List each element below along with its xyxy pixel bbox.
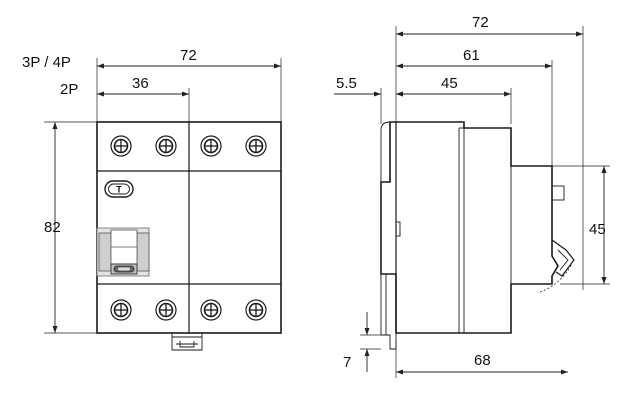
test-button: T (104, 180, 134, 198)
bottom-terminals (110, 299, 267, 321)
terminal-screw-icon (245, 135, 267, 157)
side-lever (539, 185, 575, 293)
terminal-screw-icon (155, 135, 177, 157)
front-view: 3P / 4P 2P 72 36 82 (22, 47, 282, 351)
front-height-dimension: 82 (44, 121, 97, 334)
side-rail-depth-value: 68 (474, 352, 491, 369)
terminal-screw-icon (200, 135, 222, 157)
side-depth-61-dimension: 61 (396, 47, 552, 69)
side-depth-45-dimension: 45 (396, 75, 511, 97)
terminal-screw-icon (110, 299, 132, 321)
side-depth-61-value: 61 (463, 47, 480, 64)
side-rail-offset-value: 7 (343, 354, 351, 371)
test-button-letter: T (116, 185, 122, 195)
terminal-screw-icon (200, 299, 222, 321)
side-rail-depth-dimension: 68 (395, 340, 568, 378)
side-overall-depth-dimension: 72 (396, 14, 583, 37)
side-rail-offset-dimension: 7 (343, 312, 381, 372)
terminal-screw-icon (245, 299, 267, 321)
side-front-height-dimension: 45 (552, 165, 610, 285)
toggle-lever (96, 227, 150, 277)
label-3p-4p: 3P / 4P (22, 54, 71, 71)
din-clip (171, 333, 203, 351)
front-2p-width-dimension: 36 (97, 75, 189, 97)
label-2p: 2P (60, 81, 78, 98)
front-2p-width-value: 36 (132, 75, 149, 92)
side-depth-45-value: 45 (441, 75, 458, 92)
front-width-dimension: 72 (97, 47, 281, 69)
side-offset-dimension: 5.5 (334, 75, 403, 97)
front-height-value: 82 (44, 219, 61, 236)
top-terminals (110, 135, 267, 157)
side-offset-value: 5.5 (336, 75, 357, 92)
side-overall-depth-value: 72 (472, 14, 489, 31)
terminal-screw-icon (155, 299, 177, 321)
front-width-value: 72 (180, 47, 197, 64)
terminal-screw-icon (110, 135, 132, 157)
side-front-height-value: 45 (589, 221, 606, 238)
side-view: 72 61 45 5.5 (334, 14, 610, 378)
device-side-outline (380, 121, 559, 334)
